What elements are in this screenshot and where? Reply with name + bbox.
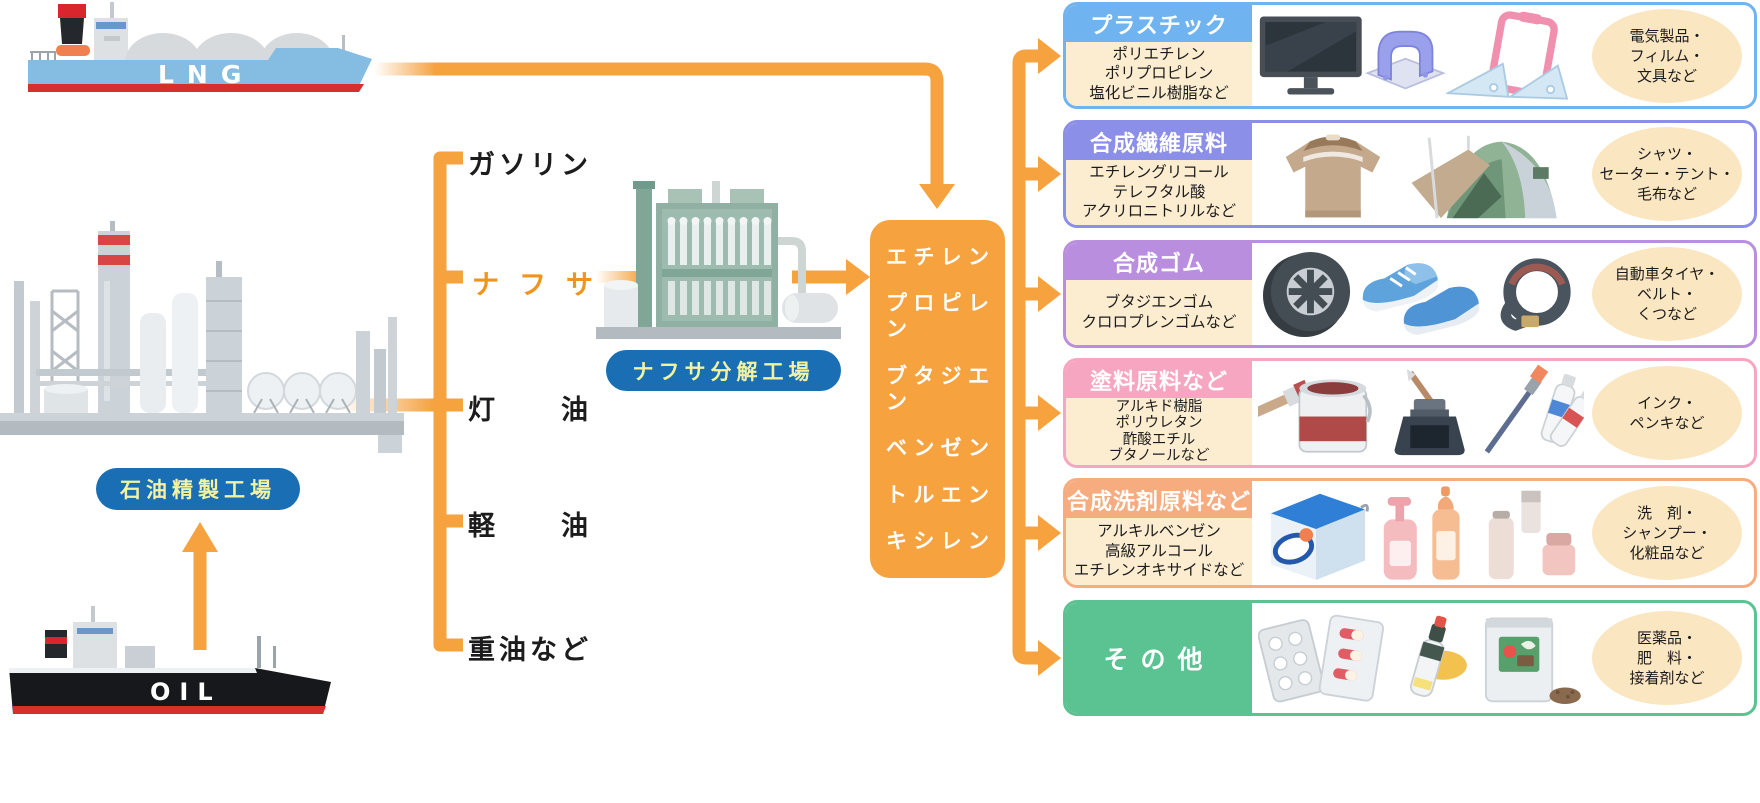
cosmetics-icon — [1488, 490, 1576, 580]
chemical-ethylene: エチレン — [886, 245, 989, 269]
clipboard-and-rulers-icon — [1446, 10, 1569, 100]
cracker-label-pill: ナフサ分解工場 — [606, 350, 841, 391]
product-diesel: 軽 油 — [468, 511, 592, 542]
category-title: プラスチック — [1066, 5, 1252, 42]
distribution-trunk — [1012, 38, 1061, 676]
naphtha-feed-line — [596, 271, 642, 283]
basic-chemicals-box: エチレン プロピレン ブタジエン ベンゼン トルエン キシレン — [870, 220, 1005, 578]
detergent-box-icon — [1270, 493, 1369, 581]
refinery-label-pill: 石油精製工場 — [96, 468, 300, 510]
oil-up-arrow — [182, 522, 218, 650]
category-uses-oval: 洗 剤・ シャンプー・ 化粧品など — [1592, 486, 1742, 580]
chemical-xylene: キシレン — [886, 528, 989, 553]
hole-punch-icon — [1364, 30, 1446, 89]
category-row-detergent: 合成洗剤原料など アルキルベンゼン 高級アルコール エチレンオキサイドなど — [1063, 478, 1757, 588]
category-title: 塗料原料など — [1066, 361, 1252, 398]
category-row-synthetic-rubber: 合成ゴム ブタジエンゴム クロロプレンゴムなど — [1063, 240, 1757, 348]
category-materials: エチレングリコール テレフタル酸 アクリロニトリルなど — [1066, 160, 1252, 225]
product-heavy-oil: 重油など — [468, 635, 592, 666]
category-label-block: 合成繊維原料 エチレングリコール テレフタル酸 アクリロニトリルなど — [1066, 123, 1252, 225]
paint-tubes-and-brush-icon — [1484, 364, 1584, 454]
category-title: 合成洗剤原料など — [1066, 481, 1252, 518]
lng-ship-label: LNG — [158, 60, 255, 89]
sneakers-icon — [1362, 263, 1480, 336]
category-title: 合成繊維原料 — [1066, 123, 1252, 160]
category-title: その他 — [1066, 603, 1252, 713]
refinery-illustration — [0, 221, 404, 453]
shampoo-bottles-icon — [1383, 486, 1460, 580]
category-row-plastic: プラスチック ポリエチレン ポリプロピレン 塩化ビニル樹脂など — [1063, 2, 1757, 109]
category-illustrations — [1252, 361, 1590, 465]
category-illustrations — [1252, 243, 1590, 345]
category-materials: ブタジエンゴム クロロプレンゴムなど — [1066, 280, 1252, 345]
category-label-block: 塗料原料など アルキド樹脂 ポリウレタン 酢酸エチル ブタノールなど — [1066, 361, 1252, 465]
category-materials: アルキド樹脂 ポリウレタン 酢酸エチル ブタノールなど — [1066, 398, 1252, 465]
oil-ship-illustration — [9, 606, 331, 714]
monitor-icon — [1259, 16, 1362, 95]
category-label-block: プラスチック ポリエチレン ポリプロピレン 塩化ビニル樹脂など — [1066, 5, 1252, 106]
glue-tube-icon — [1410, 615, 1468, 698]
oil-ship-label: OIL — [150, 678, 222, 706]
chemical-benzene: ベンゼン — [886, 436, 989, 461]
product-kerosene: 灯 油 — [468, 395, 592, 426]
chemical-butadiene: ブタジエン — [886, 363, 989, 414]
category-uses-oval: インク・ ペンキなど — [1592, 366, 1742, 460]
ink-bottle-and-pen-icon — [1394, 369, 1465, 456]
product-gasoline: ガソリン — [468, 150, 592, 181]
tent-icon — [1411, 135, 1557, 219]
lng-pipe-arrow — [374, 62, 955, 209]
chemical-toluene: トルエン — [886, 482, 989, 507]
category-illustrations — [1252, 123, 1590, 225]
category-uses-oval: 自動車タイヤ・ ベルト・ くつなど — [1592, 247, 1742, 341]
category-illustrations — [1252, 603, 1590, 713]
category-materials: アルキルベンゼン 高級アルコール エチレンオキサイドなど — [1066, 518, 1252, 585]
category-label-block: 合成ゴム ブタジエンゴム クロロプレンゴムなど — [1066, 243, 1252, 345]
category-row-synthetic-fiber: 合成繊維原料 エチレングリコール テレフタル酸 アクリロニトリルなど — [1063, 120, 1757, 228]
category-uses-oval: 電気製品・ フィルム・ 文具など — [1592, 8, 1742, 103]
category-materials: ポリエチレン ポリプロピレン 塩化ビニル樹脂など — [1066, 42, 1252, 106]
paint-can-and-brush-icon — [1258, 379, 1372, 453]
tire-icon — [1262, 251, 1350, 338]
category-row-other: その他 — [1063, 600, 1757, 716]
category-uses-oval: シャツ・ セーター・テント・ 毛布など — [1592, 127, 1742, 221]
naphtha-cracker-illustration — [596, 181, 841, 339]
pill-blisters-icon — [1258, 614, 1385, 703]
product-naphtha: ナフサ — [472, 270, 613, 301]
category-title: 合成ゴム — [1066, 243, 1252, 280]
category-label-block: 合成洗剤原料など アルキルベンゼン 高級アルコール エチレンオキサイドなど — [1066, 481, 1252, 585]
category-illustrations — [1252, 5, 1590, 106]
fertilizer-bag-icon — [1485, 617, 1582, 705]
belt-icon — [1500, 258, 1571, 331]
lng-ship-illustration — [28, 2, 372, 92]
category-row-paint: 塗料原料など アルキド樹脂 ポリウレタン 酢酸エチル ブタノールなど — [1063, 358, 1757, 468]
category-illustrations — [1252, 481, 1590, 585]
sweater-icon — [1285, 134, 1380, 218]
category-uses-oval: 医薬品・ 肥 料・ 接着剤など — [1592, 611, 1742, 705]
chemical-propylene: プロピレン — [886, 291, 989, 342]
